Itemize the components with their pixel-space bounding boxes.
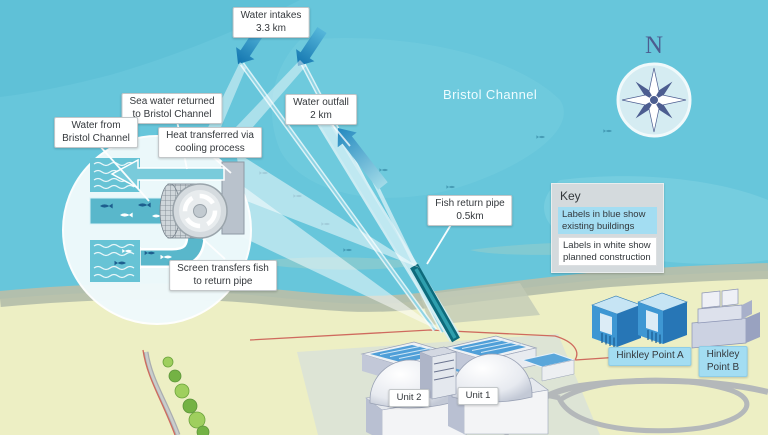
heat-line2: cooling process — [175, 142, 245, 154]
key-item-existing-buildings: Labels in blue show existing buildings — [558, 207, 657, 235]
fish-return-pipe-line — [410, 263, 460, 343]
returned-water-arrow — [110, 158, 225, 190]
site-boundary-line — [142, 329, 621, 435]
compass-rose-icon — [616, 62, 692, 138]
fish-return-line1: Fish return pipe — [435, 198, 505, 209]
screen-transfers-label: Screen transfers fish to return pipe — [169, 260, 277, 291]
sea-water-returned-label: Sea water returned to Bristol Channel — [121, 93, 223, 124]
hinkley-b-line1: Hinkley — [706, 349, 740, 360]
hinkley-point-a-label: Hinkley Point A — [608, 347, 692, 366]
auxiliary-building — [418, 346, 458, 400]
fish-return-line2: 0.5km — [456, 210, 484, 222]
water-from-line1: Water from — [71, 120, 121, 131]
heat-exchanger — [221, 161, 245, 235]
water-intakes-line2: 3.3 km — [255, 22, 287, 34]
water-outfall-arrow — [337, 128, 388, 190]
fish-return-pipe-label: Fish return pipe 0.5km — [427, 195, 513, 226]
screen-line2: to return pipe — [193, 275, 253, 287]
hinkley-point-b-building — [691, 288, 760, 349]
water-intakes-line1: Water intakes — [240, 10, 302, 21]
screen-line1: Screen transfers fish — [177, 263, 269, 274]
inset-sea-bottom — [90, 240, 140, 282]
bristol-channel-label: Bristol Channel — [443, 87, 538, 102]
water-outfall-line1: Water outfall — [293, 97, 349, 108]
heat-transferred-label: Heat transferred via cooling process — [158, 127, 262, 158]
unit-2-label: Unit 2 — [388, 389, 430, 407]
key-panel: Key Labels in blue show existing buildin… — [551, 183, 664, 274]
water-from-line2: Bristol Channel — [62, 132, 130, 144]
water-from-channel-label: Water from Bristol Channel — [54, 117, 138, 148]
key-title: Key — [560, 189, 581, 203]
hinkley-b-line2: Point B — [706, 361, 740, 373]
water-outfall-line2: 2 km — [310, 109, 332, 121]
hinkley-point-b-label: Hinkley Point B — [698, 346, 748, 377]
key-item-planned-construction: Labels in white show planned constructio… — [558, 237, 657, 267]
compass-north-label: N — [644, 32, 664, 59]
water-intakes-label: Water intakes 3.3 km — [232, 7, 310, 38]
drum-screen-icon — [159, 183, 228, 239]
heat-line1: Heat transferred via — [166, 130, 254, 141]
sea-water-line2: to Bristol Channel — [132, 108, 212, 120]
label-pointer-lines — [98, 120, 453, 265]
sea-water-line1: Sea water returned — [129, 96, 215, 107]
unit-1-label: Unit 1 — [457, 387, 499, 405]
trees — [162, 356, 210, 435]
cooling-process-inset — [62, 135, 252, 325]
water-outfall-label: Water outfall 2 km — [285, 94, 357, 125]
